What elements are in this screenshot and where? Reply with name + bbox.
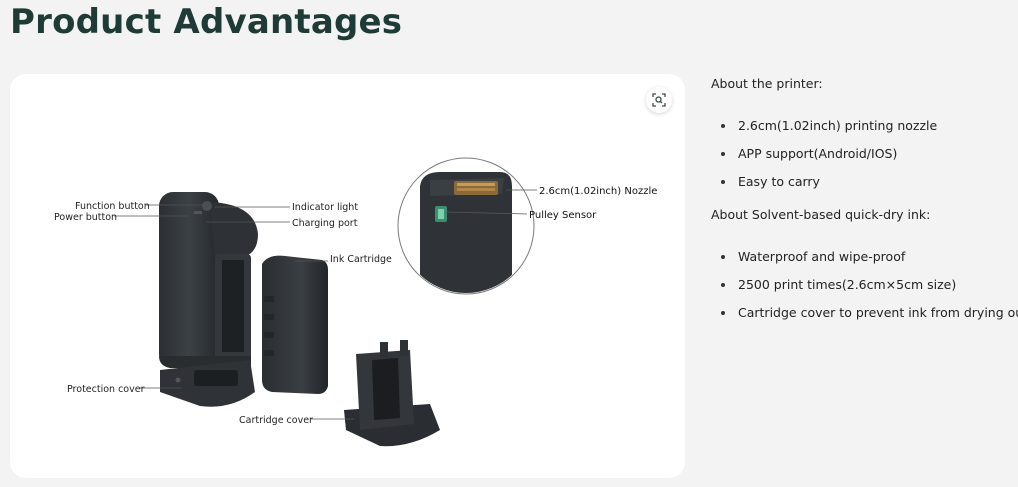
- list-item: APP support(Android/IOS): [711, 146, 1011, 162]
- protection-cover: [160, 360, 255, 407]
- about-printer-heading: About the printer:: [711, 76, 823, 91]
- zoom-image-button[interactable]: [646, 87, 672, 113]
- nozzle-detail-view: [397, 157, 535, 295]
- ink-cartridge: [262, 255, 328, 394]
- printer-exploded-diagram: Function button Power button Indicator l…: [54, 157, 657, 447]
- product-info: About the printer: 2.6cm(1.02inch) print…: [711, 76, 1018, 321]
- list-item: 2500 print times(2.6cm×5cm size): [711, 277, 1011, 293]
- label-nozzle: 2.6cm(1.02inch) Nozzle: [539, 186, 657, 197]
- about-printer-list: 2.6cm(1.02inch) printing nozzle APP supp…: [711, 118, 1011, 190]
- list-item: Waterproof and wipe-proof: [711, 249, 1011, 265]
- label-power-button: Power button: [54, 212, 117, 223]
- section-title: Product Advantages: [10, 2, 403, 42]
- label-protection-cover: Protection cover: [67, 384, 145, 395]
- label-indicator-light: Indicator light: [292, 202, 358, 213]
- printer-body: [159, 192, 258, 372]
- label-cartridge-cover: Cartridge cover: [239, 415, 313, 426]
- cartridge-cover: [344, 340, 440, 447]
- list-item: Easy to carry: [711, 174, 1011, 190]
- list-item: Cartridge cover to prevent ink from dryi…: [711, 305, 1018, 321]
- zoom-scan-icon: [652, 93, 666, 107]
- about-ink-list: Waterproof and wipe-proof 2500 print tim…: [711, 249, 1018, 321]
- product-diagram-card: Function button Power button Indicator l…: [10, 74, 685, 478]
- label-pulley-sensor: Pulley Sensor: [529, 210, 597, 221]
- label-charging-port: Charging port: [292, 218, 358, 229]
- list-item: 2.6cm(1.02inch) printing nozzle: [711, 118, 1011, 134]
- about-ink-heading: About Solvent-based quick-dry ink:: [711, 207, 931, 222]
- label-ink-cartridge: Ink Cartridge: [330, 254, 392, 265]
- leader-lines: [114, 189, 537, 420]
- label-function-button: Function button: [75, 201, 150, 212]
